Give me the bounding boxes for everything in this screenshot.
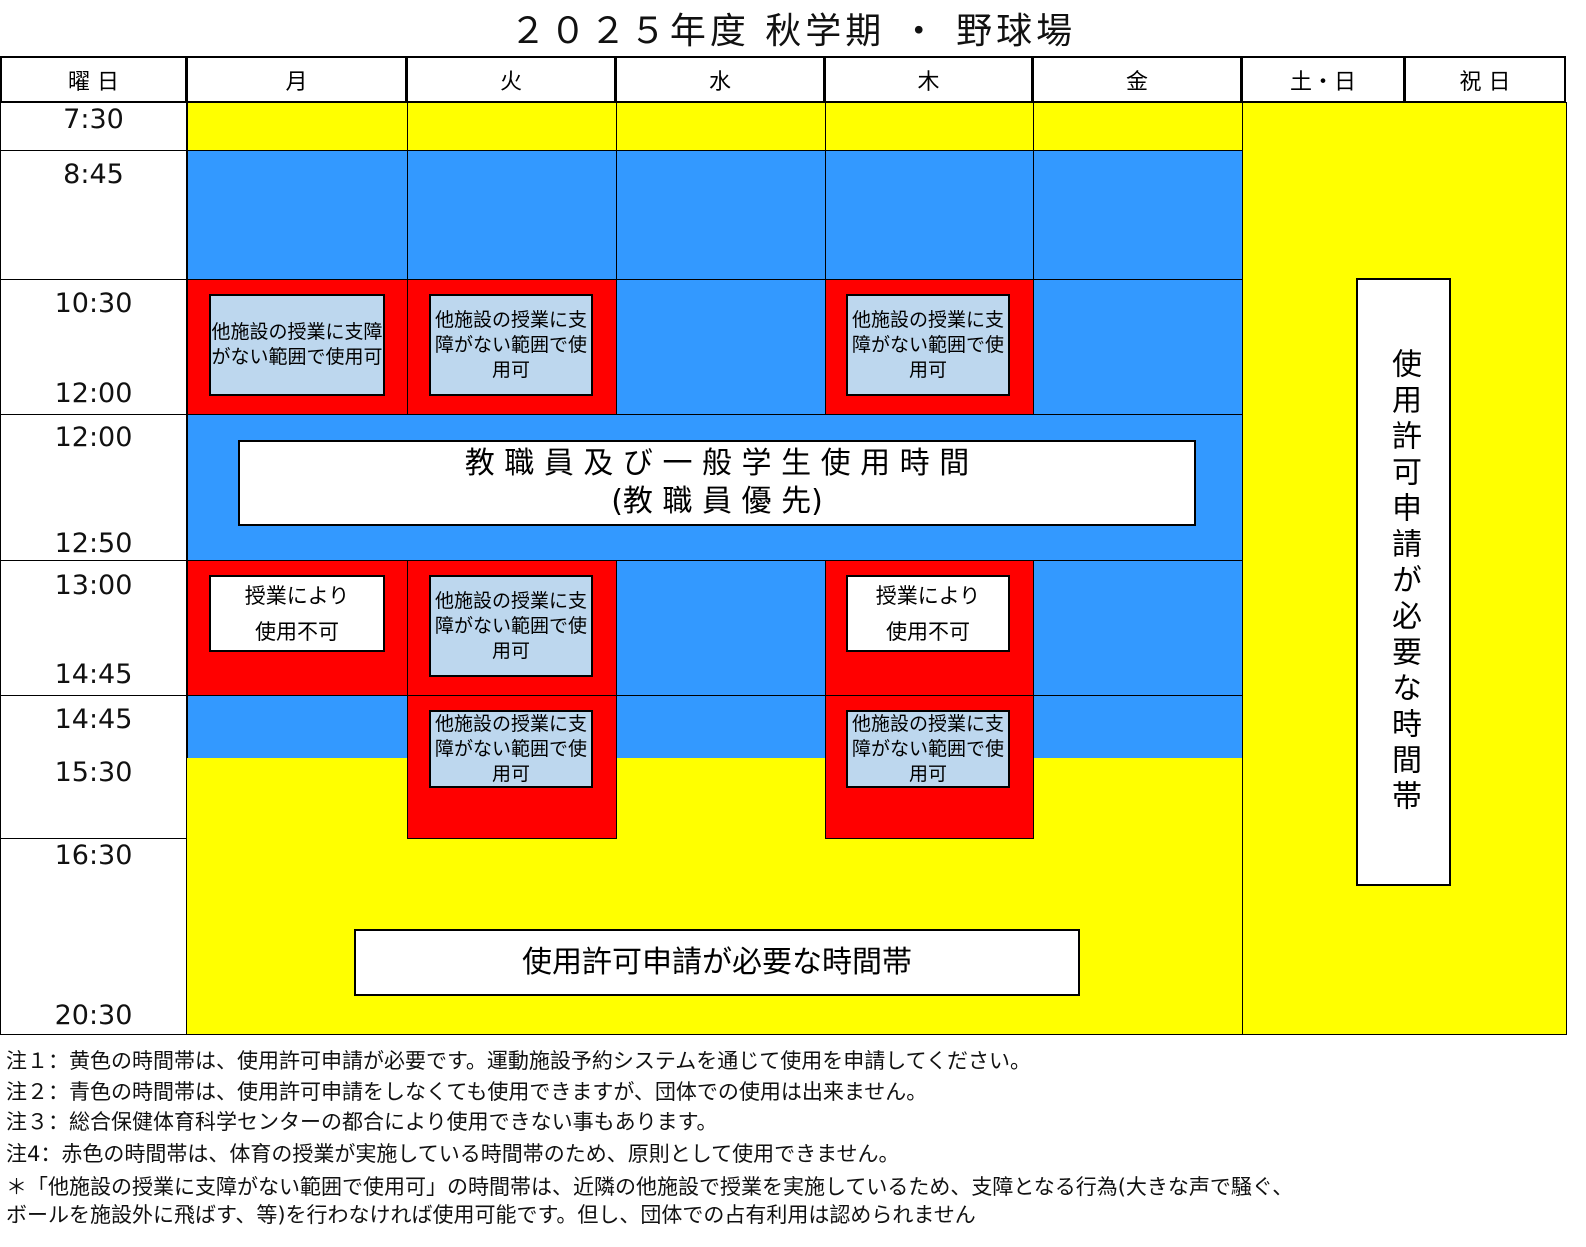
staff-student-label: 教 職 員 及 び 一 般 学 生 使 用 時 間 <box>464 446 970 481</box>
conditional-use-box: 他施設の授業に支障がない範囲で使用可 <box>429 294 593 396</box>
time-cell <box>0 838 187 1035</box>
note-4: 注4：赤色の時間帯は、体育の授業が実施している時間帯のため、原則として使用できま… <box>6 1142 900 1166</box>
header-mon: 月 <box>186 56 407 103</box>
header-tue: 火 <box>406 56 616 103</box>
conditional-use-box: 他施設の授業に支障がない範囲で使用可 <box>209 294 385 396</box>
time-label: 12:50 <box>54 528 133 559</box>
slot-blue <box>616 560 826 696</box>
staff-priority-label: (教 職 員 優 先) <box>611 484 823 519</box>
slot-yellow <box>187 102 408 151</box>
unavailable-label: 授業により <box>875 583 981 608</box>
header-wed: 水 <box>615 56 825 103</box>
note-asterisk-1: ＊「他施設の授業に支障がない範囲で使用可」の時間帯は、近隣の他施設で授業を実施し… <box>6 1175 1294 1199</box>
slot-blue <box>616 150 826 280</box>
header-holiday: 祝 日 <box>1404 56 1566 103</box>
slot-blue <box>1033 695 1243 758</box>
time-label: 13:00 <box>54 570 133 601</box>
unavailable-label: 使用不可 <box>255 619 339 644</box>
slot-blue <box>187 695 408 758</box>
slot-yellow <box>407 102 617 151</box>
slot-blue <box>1033 150 1243 280</box>
slot-blue <box>616 695 826 758</box>
slot-blue <box>825 150 1034 280</box>
slot-yellow <box>616 102 826 151</box>
header-weekend: 土・日 <box>1241 56 1405 103</box>
page-title: ２０２５年度 秋学期 ・ 野球場 <box>509 11 1077 52</box>
note-1: 注１：黄色の時間帯は、使用許可申請が必要です。運動施設予約システムを通じて使用を… <box>6 1049 1032 1073</box>
time-label: 16:30 <box>54 840 133 871</box>
note-2: 注２：青色の時間帯は、使用許可申請をしなくても使用できますが、団体での使用は出来… <box>6 1080 928 1104</box>
staff-student-time-box: 教 職 員 及 び 一 般 学 生 使 用 時 間 (教 職 員 優 先) <box>238 440 1196 526</box>
slot-yellow <box>1033 102 1243 151</box>
time-label: 8:45 <box>63 159 124 190</box>
unavailable-label: 使用不可 <box>886 619 970 644</box>
conditional-use-box: 他施設の授業に支障がない範囲で使用可 <box>846 710 1010 788</box>
time-label: 7:30 <box>63 104 124 135</box>
unavailable-box: 授業により使用不可 <box>209 575 385 652</box>
note-asterisk-2: ボールを施設外に飛ばす、等)を行わなければ使用可能です。但し、団体での占有利用は… <box>6 1203 976 1227</box>
time-label: 20:30 <box>54 1000 133 1031</box>
header-weekday: 曜 日 <box>0 56 187 103</box>
unavailable-box: 授業により使用不可 <box>846 575 1010 652</box>
slot-blue <box>407 150 617 280</box>
note-3: 注３：総合保健体育科学センターの都合により使用できない事もあります。 <box>6 1110 718 1134</box>
slot-blue <box>1033 279 1243 415</box>
slot-blue <box>187 150 408 280</box>
header-fri: 金 <box>1032 56 1242 103</box>
conditional-use-box: 他施設の授業に支障がない範囲で使用可 <box>846 294 1010 396</box>
header-thu: 木 <box>824 56 1033 103</box>
time-label: 12:00 <box>54 422 133 453</box>
unavailable-label: 授業により <box>244 583 350 608</box>
slot-yellow <box>825 102 1034 151</box>
time-label: 14:45 <box>54 659 133 690</box>
slot-blue <box>1033 560 1243 696</box>
slot-blue <box>616 279 826 415</box>
time-label: 15:30 <box>54 757 133 788</box>
conditional-use-box: 他施設の授業に支障がない範囲で使用可 <box>429 575 593 677</box>
conditional-use-box: 他施設の授業に支障がない範囲で使用可 <box>429 710 593 788</box>
time-label: 14:45 <box>54 704 133 735</box>
permit-required-box: 使用許可申請が必要な時間帯 <box>354 929 1080 996</box>
time-label: 12:00 <box>54 378 133 409</box>
time-label: 10:30 <box>54 288 133 319</box>
permit-required-vertical-box: 使用許可申請が必要な時間帯 <box>1356 278 1451 886</box>
